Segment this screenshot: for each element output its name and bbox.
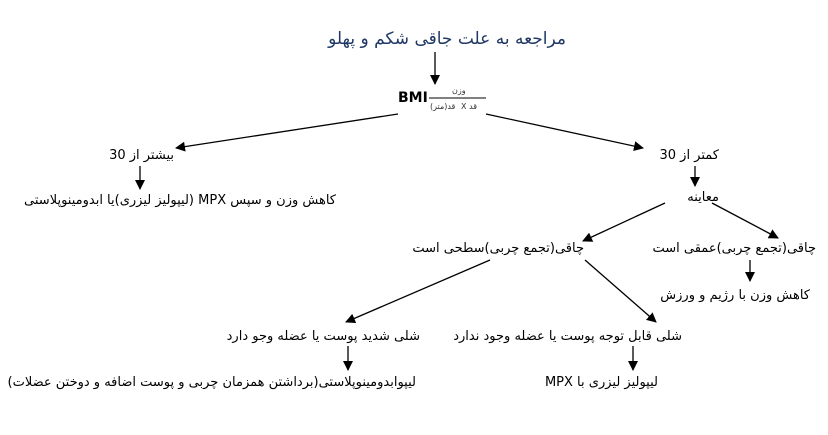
node-severe-treatment: لیپوابدومینوپلاستی(برداشتن همزمان چربی و… xyxy=(7,375,416,390)
arrow-exam-to-deep xyxy=(711,202,779,239)
arrow-superficial-to-no-laxity xyxy=(584,259,657,323)
node-under-30: کمتر از 30 xyxy=(659,148,719,163)
arrow-exam-to-superficial xyxy=(582,202,666,242)
node-over-30: بیشتر از 30 xyxy=(109,148,174,163)
arrow-superficial-to-severe xyxy=(345,259,491,324)
node-no-laxity-treatment: لیپولیز لیزری با MPX xyxy=(544,375,658,390)
flowchart-title: مراجعه به علت جاقی شکم و پهلو xyxy=(328,29,566,49)
bmi-denominator-x: X xyxy=(461,102,467,111)
bmi-numerator: وزن xyxy=(452,86,466,95)
node-no-laxity: شلی قابل توجه پوست یا عضله وجود ندارد xyxy=(453,329,682,344)
node-deep-treatment: کاهش وزن با رژیم و ورزش xyxy=(660,288,810,303)
bmi-denominator-left: قد xyxy=(469,102,478,111)
node-exam: معاینه xyxy=(687,190,719,205)
node-over30-treatment: کاهش وزن و سپس MPX (لیپولیز لیزری)یا ابد… xyxy=(24,193,336,208)
arrow-bmi-to-under30 xyxy=(485,113,644,151)
arrow-bmi-to-over30 xyxy=(175,113,399,152)
bmi-denominator-right: قد(متر) xyxy=(430,102,456,111)
node-superficial-fat: چاقی(تجمع چربی)سطحی است xyxy=(412,241,584,256)
node-severe-laxity: شلی شدید پوست یا عضله وجو دارد xyxy=(226,329,420,344)
node-deep-fat: چاقی(تجمع چربی)عمقی است xyxy=(652,241,816,256)
bmi-label: BMI xyxy=(398,90,428,106)
